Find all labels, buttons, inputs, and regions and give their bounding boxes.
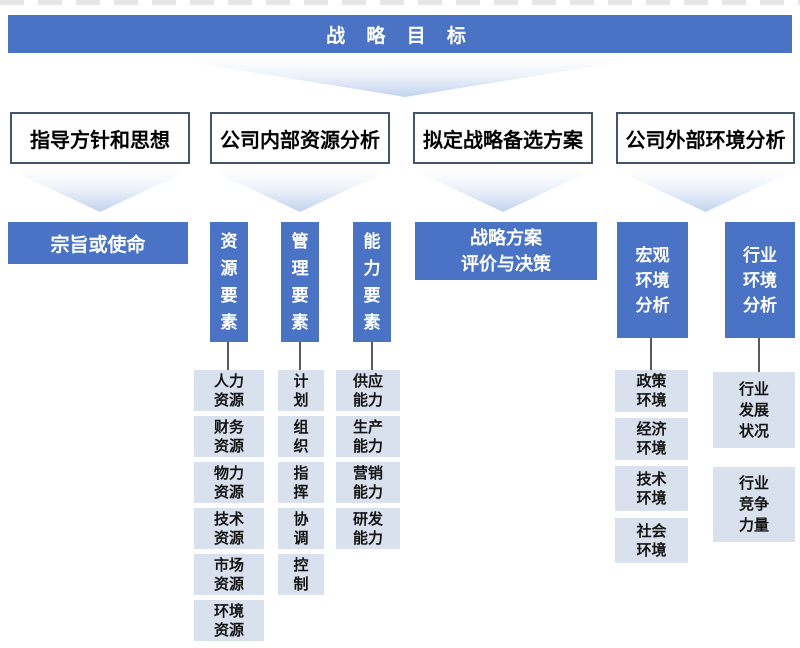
item-box: 营销 能力 bbox=[336, 462, 400, 503]
header-box-alternatives: 拟定战略备选方案 bbox=[413, 112, 593, 164]
item-box: 经济 环境 bbox=[615, 418, 688, 460]
item-box: 计 划 bbox=[278, 370, 324, 411]
group-header-capability-factors: 能 力 要 素 bbox=[353, 222, 391, 342]
connector-line bbox=[371, 342, 373, 370]
item-box: 环境 资源 bbox=[194, 600, 264, 641]
item-box: 市场 资源 bbox=[194, 554, 264, 595]
mission-box: 宗旨或使命 bbox=[8, 222, 188, 264]
group-header-macro-environment: 宏观 环境 分析 bbox=[617, 222, 688, 338]
connector-line bbox=[650, 338, 652, 370]
chevron-down-icon bbox=[10, 170, 190, 212]
item-box: 财务 资源 bbox=[194, 416, 264, 457]
header-box-guideline: 指导方针和思想 bbox=[10, 112, 190, 164]
header-box-internal-analysis: 公司内部资源分析 bbox=[210, 112, 390, 164]
item-box: 物力 资源 bbox=[194, 462, 264, 503]
item-box: 行业 竞争 力量 bbox=[713, 467, 795, 542]
chevron-down-icon bbox=[210, 170, 390, 212]
item-box: 控 制 bbox=[278, 554, 324, 595]
connector-line bbox=[758, 338, 760, 372]
group-header-resource-factors: 资 源 要 素 bbox=[210, 222, 248, 342]
group-header-industry-environment: 行业 环境 分析 bbox=[725, 222, 795, 338]
item-box: 组 织 bbox=[278, 416, 324, 457]
chevron-down-icon bbox=[413, 170, 593, 212]
item-box: 行业 发展 状况 bbox=[713, 372, 795, 448]
strategic-goal-banner: 战 略 目 标 bbox=[8, 15, 792, 53]
chevron-down-icon bbox=[170, 59, 640, 97]
item-box: 研发 能力 bbox=[336, 508, 400, 549]
item-box: 人力 资源 bbox=[194, 370, 264, 411]
item-box: 社会 环境 bbox=[615, 518, 688, 563]
group-header-management-factors: 管 理 要 素 bbox=[281, 222, 319, 342]
decision-box: 战略方案 评价与决策 bbox=[415, 222, 597, 280]
item-box: 协 调 bbox=[278, 508, 324, 549]
header-box-external-analysis: 公司外部环境分析 bbox=[616, 112, 795, 164]
cropped-text-remnant bbox=[0, 0, 800, 5]
item-box: 生产 能力 bbox=[336, 416, 400, 457]
connector-line bbox=[227, 342, 229, 370]
chevron-down-icon bbox=[616, 170, 795, 212]
item-box: 指 挥 bbox=[278, 462, 324, 503]
item-box: 技术 资源 bbox=[194, 508, 264, 549]
item-box: 政策 环境 bbox=[615, 370, 688, 412]
item-box: 供应 能力 bbox=[336, 370, 400, 411]
connector-line bbox=[299, 342, 301, 370]
item-box: 技术 环境 bbox=[615, 466, 688, 511]
